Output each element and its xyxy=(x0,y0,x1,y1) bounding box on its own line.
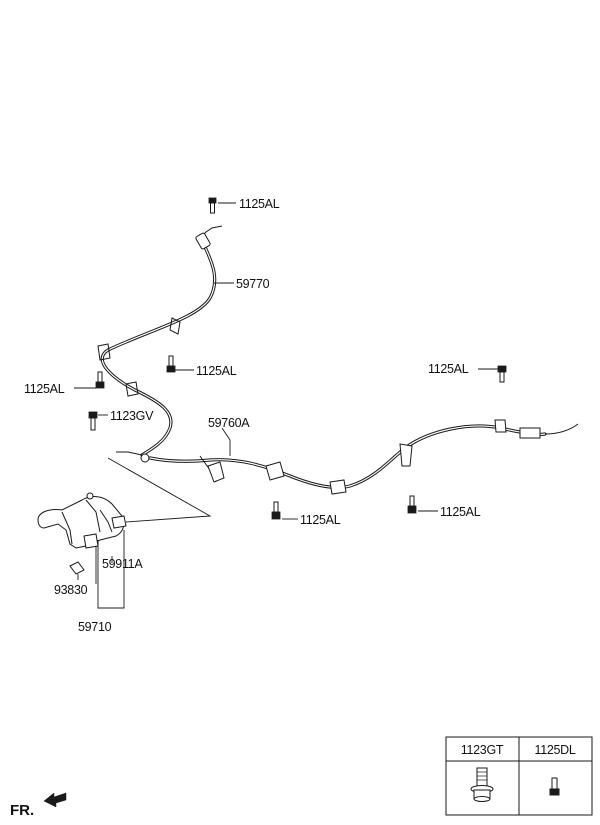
bolt-lever xyxy=(88,411,98,431)
label-bolt-bottom-right: 1125AL xyxy=(440,505,481,519)
label-clip: 93830 xyxy=(54,583,88,597)
label-switch: 59911A xyxy=(102,557,143,571)
flange-bolt-icon xyxy=(470,767,494,802)
front-indicator: FR. xyxy=(10,792,67,819)
bolt-top xyxy=(208,197,217,214)
small-bolt-icon xyxy=(549,777,560,796)
upper-brake-cable xyxy=(97,225,223,457)
label-bolt-bottom-mid: 1125AL xyxy=(300,513,341,527)
main-brake-cable xyxy=(140,419,579,495)
label-cable-upper: 59770 xyxy=(236,277,270,291)
legend-table: 1123GT 1125DL xyxy=(445,736,593,816)
label-bolt-left: 1125AL xyxy=(24,382,65,396)
label-bolt-lever: 1123GV xyxy=(110,409,154,423)
front-indicator-label: FR. xyxy=(10,802,34,819)
bolt-bottom-right xyxy=(407,495,417,514)
parking-brake-lever xyxy=(37,457,212,549)
bolt-upper-mid xyxy=(166,355,176,373)
label-lever-assembly: 59710 xyxy=(78,620,112,634)
legend-header-1125dl: 1125DL xyxy=(534,743,575,757)
clip-part xyxy=(69,561,85,575)
label-bolt-top: 1125AL xyxy=(239,197,280,211)
front-arrow-icon xyxy=(43,792,67,808)
label-cable-main: 59760A xyxy=(208,416,250,430)
label-bolt-right-top: 1125AL xyxy=(428,362,469,376)
legend-header-1123gt: 1123GT xyxy=(461,743,504,757)
bolt-right-top xyxy=(497,365,507,383)
bolt-bottom-mid xyxy=(271,501,281,520)
bolt-left xyxy=(95,371,105,389)
leader-lines xyxy=(74,202,498,609)
label-bolt-upper-mid: 1125AL xyxy=(196,364,237,378)
